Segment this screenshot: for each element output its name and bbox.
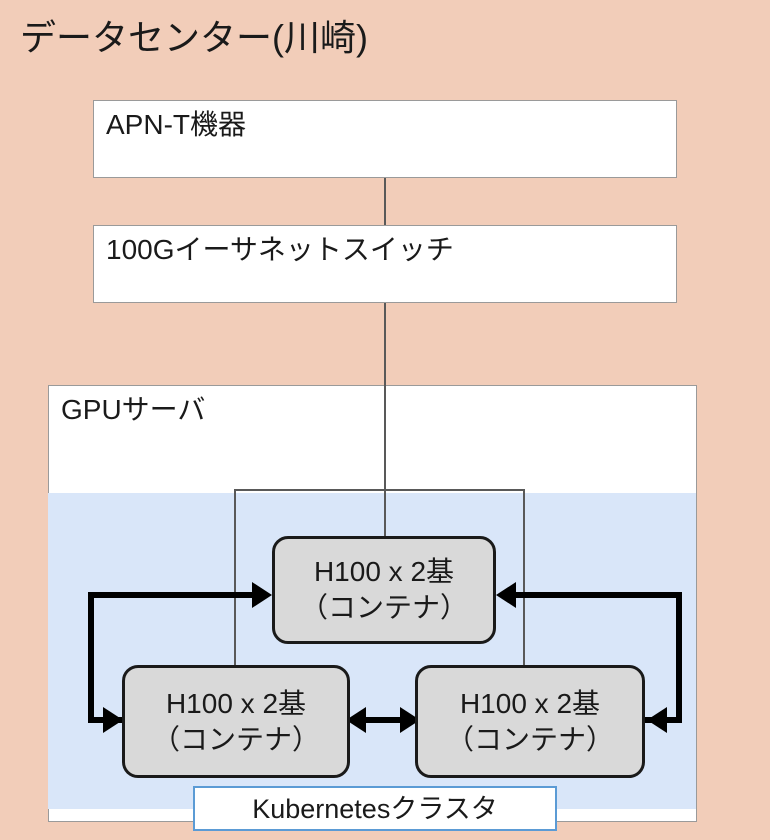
container-node-bottom-left[interactable]: H100 x 2基 （コンテナ） bbox=[122, 665, 350, 778]
arrowhead-right-into-top-container-icon bbox=[252, 582, 272, 608]
arrow-between-bottom-containers-shaft bbox=[352, 717, 414, 723]
container-node-bottom-left-line1: H100 x 2基 bbox=[165, 687, 307, 719]
container-node-bottom-left-line2: （コンテナ） bbox=[151, 723, 320, 755]
container-node-top[interactable]: H100 x 2基 （コンテナ） bbox=[272, 536, 496, 644]
link-fanout-bar bbox=[234, 489, 525, 491]
link-apn-t-to-switch bbox=[384, 178, 386, 225]
container-node-top-line2: （コンテナ） bbox=[299, 592, 468, 623]
arrowhead-left-into-top-container-icon bbox=[496, 582, 516, 608]
container-node-bottom-right-line1: H100 x 2基 bbox=[459, 687, 601, 719]
link-fanout-to-container-right bbox=[523, 489, 525, 667]
container-node-top-line1: H100 x 2基 bbox=[313, 556, 455, 587]
arrow-left-bracket-vertical bbox=[88, 592, 94, 723]
arrowhead-left-middle-icon bbox=[346, 707, 366, 733]
kubernetes-cluster-label-box[interactable]: Kubernetesクラスタ bbox=[193, 786, 557, 831]
arrowhead-left-into-bottom-right-container-icon bbox=[647, 707, 667, 733]
node-apn-t-device-label: APN-T機器 bbox=[106, 109, 247, 140]
link-switch-to-container-top bbox=[384, 303, 386, 542]
container-node-bottom-right-line2: （コンテナ） bbox=[445, 723, 614, 755]
node-gpu-server-label: GPUサーバ bbox=[61, 394, 206, 425]
node-100g-ethernet-switch[interactable]: 100Gイーサネットスイッチ bbox=[93, 225, 677, 303]
arrow-left-bracket-top-shaft bbox=[88, 592, 264, 598]
container-node-bottom-right[interactable]: H100 x 2基 （コンテナ） bbox=[415, 665, 645, 778]
arrowhead-right-into-bottom-left-container-icon bbox=[103, 707, 123, 733]
arrow-right-bracket-vertical bbox=[676, 592, 682, 723]
kubernetes-cluster-label: Kubernetesクラスタ bbox=[252, 793, 498, 824]
node-100g-ethernet-switch-label: 100Gイーサネットスイッチ bbox=[106, 234, 454, 265]
page-title: データセンター(川崎) bbox=[20, 17, 368, 58]
node-apn-t-device[interactable]: APN-T機器 bbox=[93, 100, 677, 178]
link-fanout-to-container-left bbox=[234, 489, 236, 667]
arrow-right-bracket-top-shaft bbox=[504, 592, 682, 598]
